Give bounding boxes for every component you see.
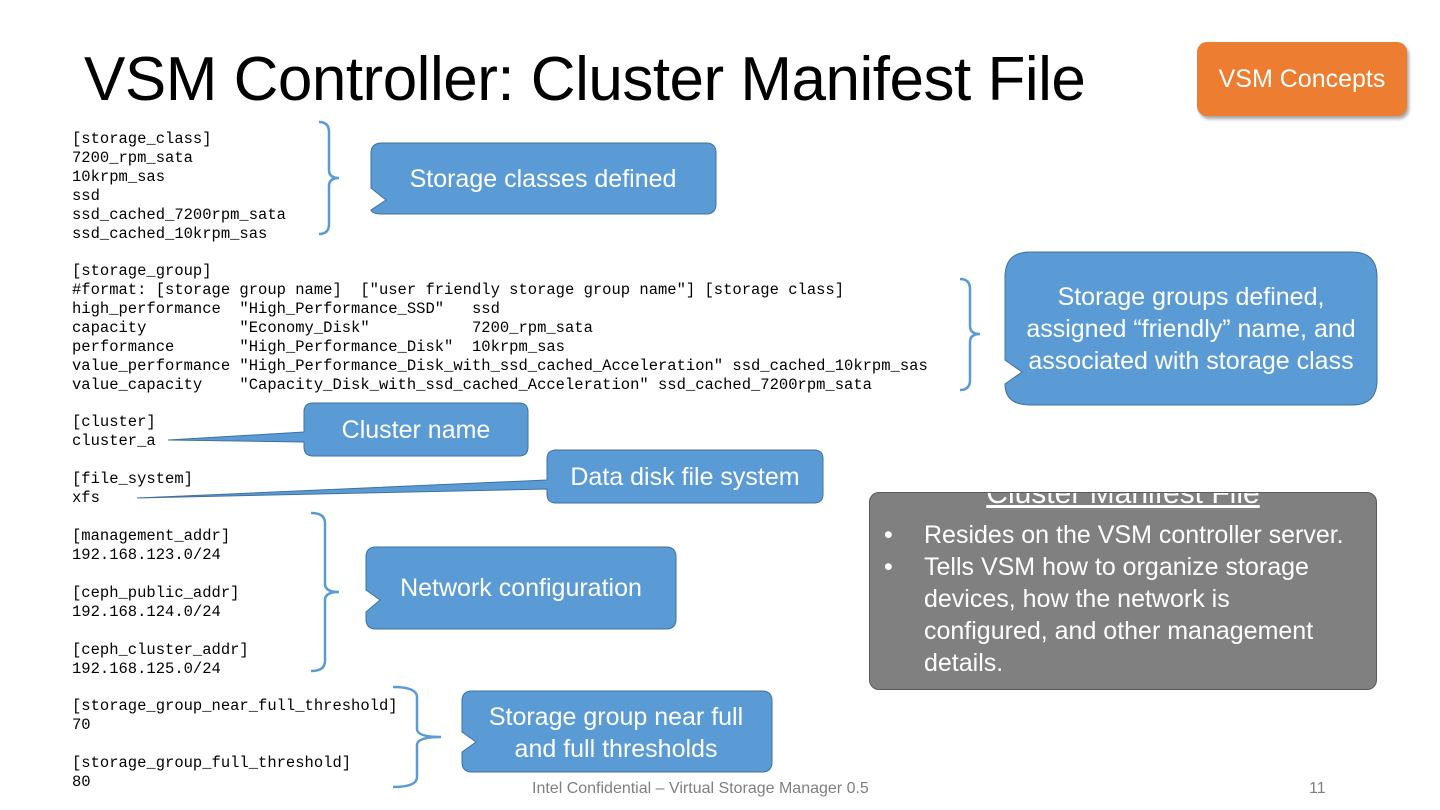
footer-text: Intel Confidential – Virtual Storage Man… [532, 780, 869, 797]
callout-storage-classes: Storage classes defined [409, 164, 677, 193]
callout-file-system: Data disk file system [570, 462, 800, 491]
page-number: 11 [1309, 780, 1326, 797]
info-box-title: Cluster Manifest File [986, 492, 1260, 510]
callout-file-system-shape [136, 449, 824, 504]
info-box-bullets: Resides on the VSM controller server. Te… [884, 519, 1354, 679]
code-storage-class: [storage_class] 7200_rpm_sata 10krpm_sas… [72, 130, 286, 243]
callout-cluster-name-shape [167, 402, 529, 457]
callout-thresholds-shape [461, 690, 773, 773]
code-file-system: [file_system] xfs [72, 470, 193, 507]
callout-thresholds: Storage group near full and full thresho… [488, 703, 744, 763]
vsm-concepts-badge[interactable]: VSM Concepts [1197, 42, 1407, 116]
code-cluster: [cluster] cluster_a [72, 413, 156, 450]
callout-network-shape [365, 546, 677, 630]
info-box: Cluster Manifest File Resides on the VSM… [869, 492, 1377, 690]
info-bullet: Resides on the VSM controller server. [884, 519, 1354, 551]
brace-thresholds [392, 685, 442, 789]
callout-storage-groups: Storage groups defined, assigned “friend… [1026, 282, 1356, 375]
callout-storage-classes-shape [370, 142, 717, 215]
brace-storage-group [959, 277, 981, 392]
callout-network: Network configuration [400, 574, 642, 602]
brace-network [310, 511, 340, 673]
code-network: [management_addr] 192.168.123.0/24 [ceph… [72, 527, 249, 678]
slide-title: VSM Controller: Cluster Manifest File [84, 45, 1086, 114]
callout-cluster-name: Cluster name [341, 415, 491, 444]
callout-storage-groups-shape [1004, 251, 1378, 406]
code-storage-group: [storage_group] #format: [storage group … [72, 262, 928, 394]
code-thresholds: [storage_group_near_full_threshold] 70 [… [72, 697, 398, 791]
info-bullet: Tells VSM how to organize storage device… [884, 551, 1354, 679]
brace-storage-class [318, 120, 340, 236]
